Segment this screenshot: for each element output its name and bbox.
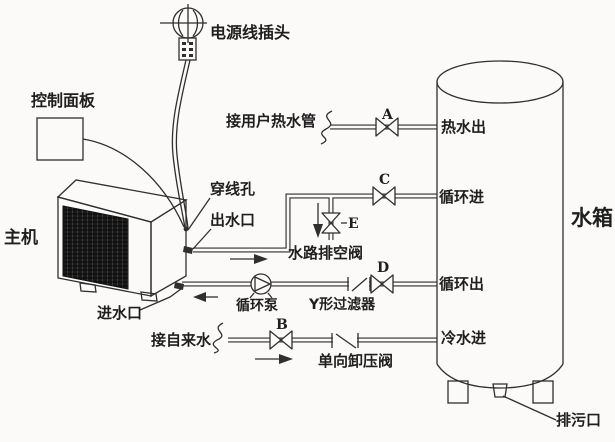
label-hot-water-pipe: 接用户热水管 [226,112,317,130]
label-circulation-out: 循环出 [439,275,485,293]
y-filter-icon [347,277,371,292]
circulation-pump-icon [249,273,273,299]
valve-d [370,274,394,294]
label-relief-valve: 单向卸压阀 [318,352,394,370]
label-main-unit: 主机 [4,228,38,248]
valve-a [375,117,399,137]
heat-pump-unit [56,179,193,302]
outlet-port-nub [183,246,193,254]
unit-grille [62,205,129,290]
power-plug-icon [160,4,207,61]
valve-label-c: C [379,172,391,188]
pipe-break-icons [212,110,333,354]
valve-label-e: E [348,216,359,232]
valve-b [269,330,293,350]
valve-label-a: A [382,107,393,123]
cables [82,59,191,232]
label-water-outlet: 出水口 [210,211,256,229]
label-hot-water-out: 热水出 [441,118,487,136]
valve-label-d: D [377,260,390,276]
label-power-plug: 电源线插头 [210,23,291,42]
label-water-tank: 水箱 [571,206,613,230]
unit-foot [79,282,97,293]
control-panel-box [36,117,84,161]
label-wire-hole: 穿线孔 [210,180,256,198]
check-valve-icon [331,333,359,349]
label-drain-port: 排污口 [556,411,602,429]
water-tank [436,60,564,404]
label-water-inlet: 进水口 [97,304,143,322]
label-control-panel: 控制面板 [31,91,96,110]
flow-arrows [193,203,323,364]
valve-e [321,212,347,234]
label-circulation-in: 循环进 [439,188,485,206]
label-y-filter: Y形过滤器 [309,297,376,313]
label-cold-water-in: 冷水进 [441,329,487,347]
valve-label-b: B [276,317,288,333]
label-drain-air-valve: 水路排空阀 [288,244,364,262]
label-tap-water: 接自来水 [151,331,212,349]
wire-hole-dot [183,226,189,232]
unit-foot [140,291,158,302]
tank-drain-nub [492,383,508,398]
leader-lines [139,197,557,421]
valve-c [372,186,396,206]
inlet-port-nub [174,282,184,290]
label-circulation-pump: 循环泵 [236,298,278,314]
